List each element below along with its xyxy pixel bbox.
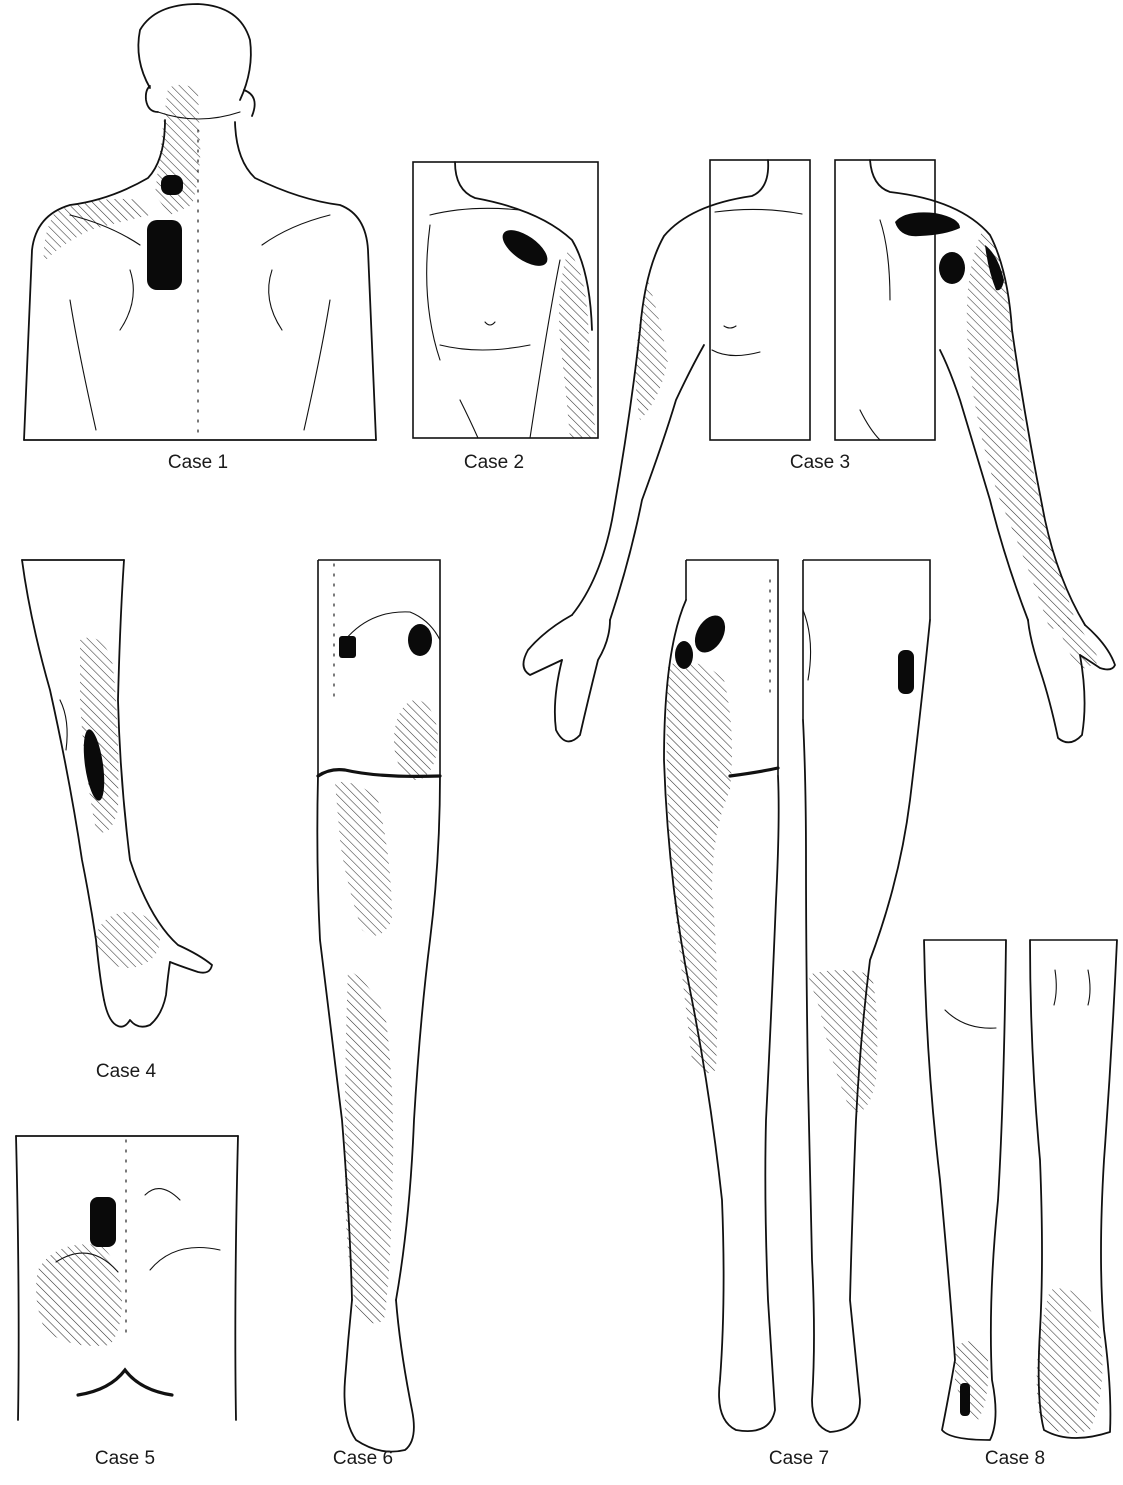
- case-3-label: Case 3: [790, 452, 850, 474]
- case-5-referred-pain: [36, 1244, 122, 1346]
- case-7-label: Case 7: [769, 1448, 829, 1470]
- case-2-referred-pain: [559, 250, 596, 438]
- case-1-label: Case 1: [168, 452, 228, 474]
- case-2-label: Case 2: [464, 452, 524, 474]
- case-6-trigger-points: [339, 624, 432, 658]
- case-5-trigger-points: [90, 1197, 116, 1247]
- case-4-diagram: [22, 560, 212, 1027]
- case-8-diagram: [924, 940, 1117, 1440]
- case-6-diagram: [317, 560, 440, 1452]
- case-8-trigger-points: [960, 1383, 970, 1416]
- case-6-label: Case 6: [333, 1448, 393, 1470]
- case-1-diagram: [24, 4, 376, 440]
- case-8-referred-pain: [955, 1288, 1102, 1433]
- case-8-label: Case 8: [985, 1448, 1045, 1470]
- case-2-diagram: [413, 162, 598, 438]
- case-1-trigger-points: [147, 175, 183, 290]
- case-5-diagram: [16, 1136, 238, 1420]
- case-7-referred-pain: [667, 662, 878, 1112]
- case-4-label: Case 4: [96, 1061, 156, 1083]
- case-7-diagram: [664, 560, 930, 1432]
- case-2-trigger-points: [497, 223, 553, 272]
- case-5-label: Case 5: [95, 1448, 155, 1470]
